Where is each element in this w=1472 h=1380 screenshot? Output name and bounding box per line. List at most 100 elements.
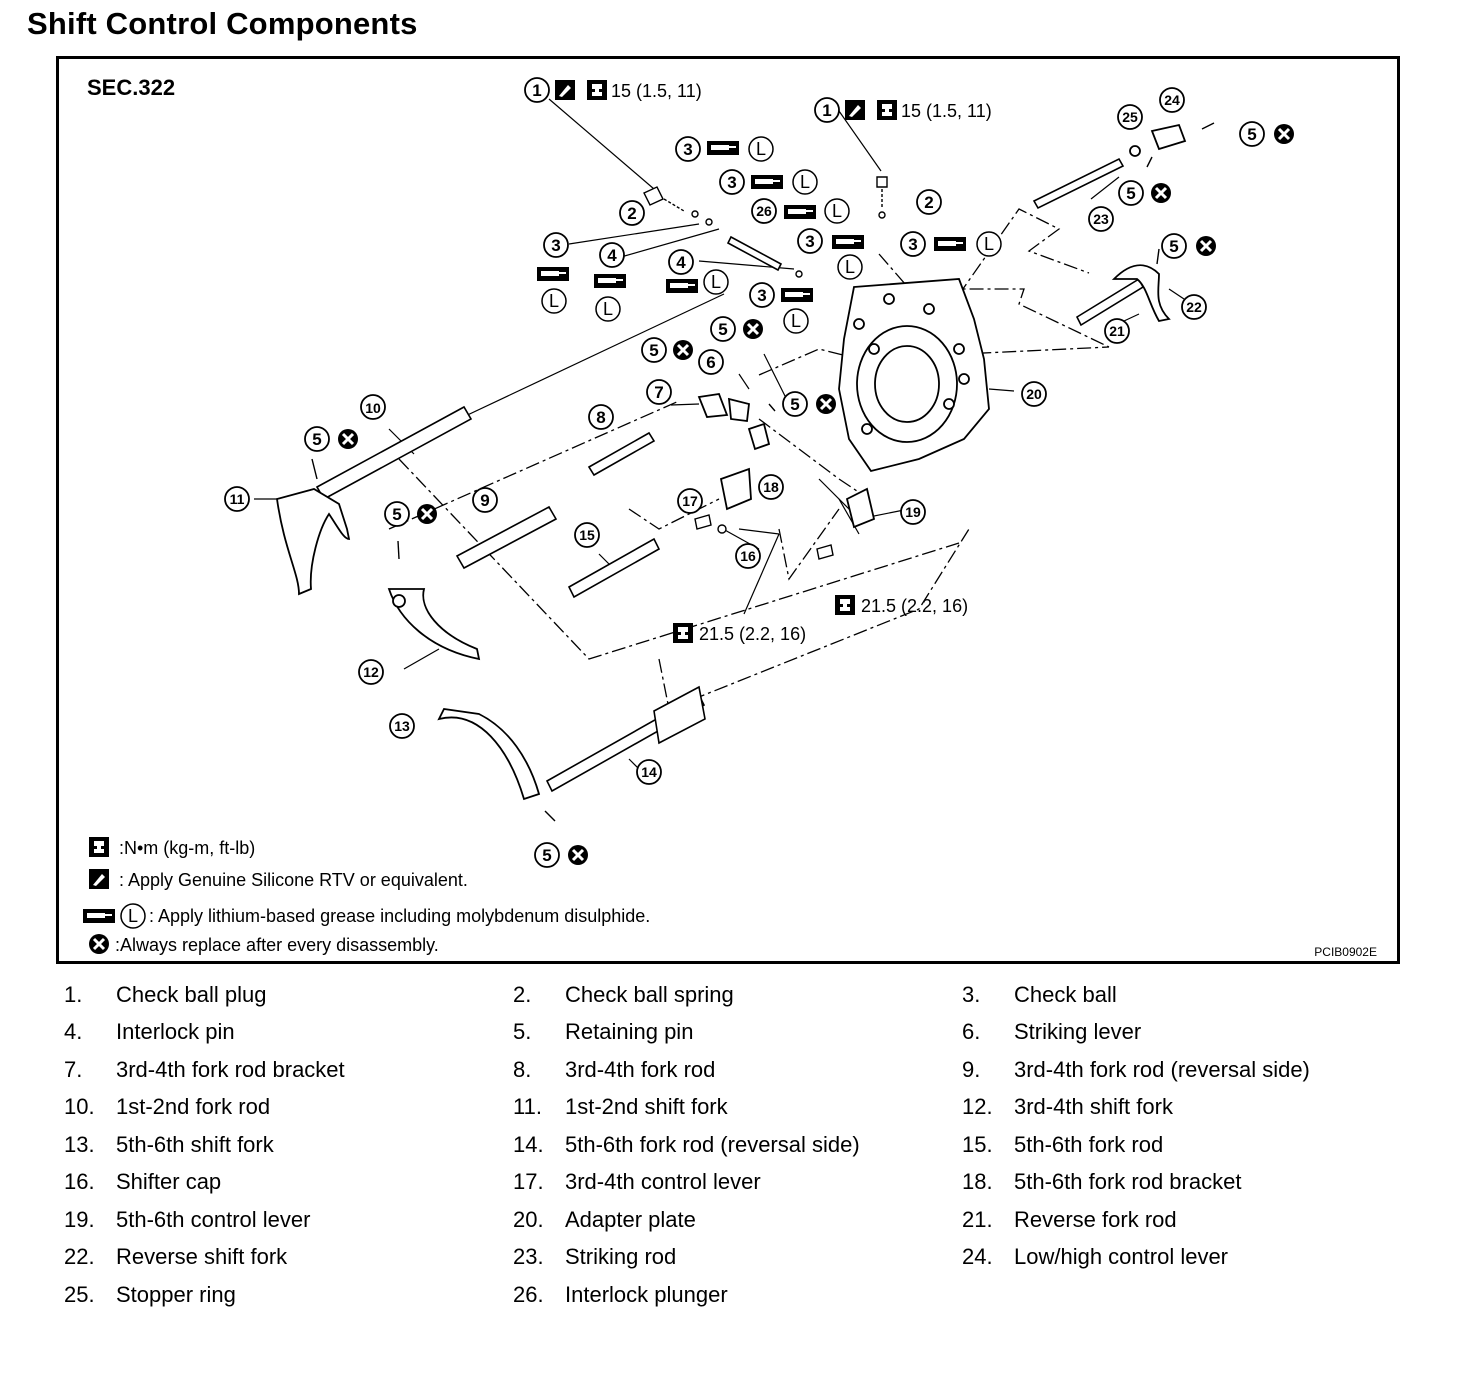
rod-14-sleeve: [653, 685, 706, 745]
torque-wrench-icon: [835, 595, 855, 615]
replace-x-icon: [336, 427, 360, 451]
callout-4: 4: [599, 242, 625, 268]
part-number: 13.: [64, 1131, 95, 1157]
part-name: 3rd-4th fork rod (reversal side): [1014, 1056, 1310, 1082]
callout-2: 2: [916, 189, 942, 215]
grease-markers: [537, 141, 966, 302]
svg-text:25: 25: [1122, 109, 1138, 125]
callout-3: 3: [675, 136, 701, 162]
callout-16: 16: [735, 543, 761, 569]
pin-5-a: [311, 458, 318, 480]
part-name: Reverse fork rod: [1014, 1206, 1177, 1232]
legend-replace: :Always replace after every disassembly.: [115, 935, 439, 955]
callout-9: 9: [472, 487, 498, 513]
part-number: 4.: [64, 1019, 83, 1045]
svg-text:5: 5: [312, 430, 321, 449]
replace-x-icon: [741, 317, 765, 341]
torque-value-plug-left: 15 (1.5, 11): [611, 81, 702, 101]
callout-13: 13: [389, 713, 415, 739]
callout-3: 3: [749, 282, 775, 308]
svg-text:23: 23: [1093, 211, 1109, 227]
part-number: 18.: [962, 1169, 993, 1195]
part-item: 16.Shifter cap: [64, 1169, 513, 1195]
callout-20: 20: [1021, 381, 1047, 407]
callout-3: 3: [719, 169, 745, 195]
lever-24: [1150, 123, 1187, 151]
rods: [315, 157, 1145, 793]
svg-text:3: 3: [551, 236, 560, 255]
torque-wrench-icon: [587, 80, 607, 100]
callout-5: 5: [1161, 233, 1187, 259]
figure-code: PCIB0902E: [1314, 945, 1377, 959]
svg-text:L: L: [549, 291, 559, 311]
part-name: 5th-6th fork rod bracket: [1014, 1169, 1242, 1195]
part-number: 10.: [64, 1094, 95, 1120]
part-item: 22. Reverse shift fork: [64, 1244, 513, 1270]
lever-19: [845, 487, 876, 529]
svg-text:16: 16: [740, 548, 756, 564]
svg-text:3: 3: [805, 232, 814, 251]
part-number: 11.: [513, 1094, 542, 1120]
part-name: Adapter plate: [565, 1206, 696, 1232]
part-number: 24.: [962, 1244, 993, 1270]
replace-x-icon: [1149, 181, 1173, 205]
part-item: 19.5th-6th control lever: [64, 1207, 513, 1233]
part-name: 3rd-4th control lever: [565, 1169, 761, 1195]
callout-1: 1: [524, 77, 550, 103]
small-parts: [311, 122, 1215, 822]
svg-text:L: L: [603, 299, 613, 319]
legend-torque: :N•m (kg-m, ft-lb): [119, 838, 255, 858]
callout-5: 5: [782, 391, 808, 417]
fork-13: [437, 708, 541, 801]
svg-text:18: 18: [763, 479, 779, 495]
guide-lines: [388, 208, 1110, 710]
callout-18: 18: [758, 474, 784, 500]
part-number: 22.: [64, 1244, 95, 1270]
callout-3: 3: [797, 228, 823, 254]
callouts: 1 1 2 2 3 3 3 3 3 3 4 4 5 5 5 5 5 5 5 5 …: [224, 77, 1265, 868]
grease-gun-icon: [781, 288, 813, 302]
svg-text:5: 5: [392, 505, 401, 524]
svg-text:5: 5: [649, 341, 658, 360]
part-item: 26.Interlock plunger: [513, 1282, 962, 1308]
part-item: 1.Check ball plug: [64, 982, 513, 1008]
callout-5: 5: [384, 501, 410, 527]
svg-text:5: 5: [1247, 125, 1256, 144]
svg-text:14: 14: [641, 764, 657, 780]
part-item: 6.Striking lever: [962, 1019, 1411, 1045]
svg-text:4: 4: [676, 253, 686, 272]
part-name: 3rd-4th fork rod bracket: [116, 1056, 345, 1082]
svg-text:L: L: [711, 272, 721, 292]
part-item: 11. 1st-2nd shift fork: [513, 1094, 962, 1120]
callout-4: 4: [668, 249, 694, 275]
callout-25: 25: [1117, 104, 1143, 130]
part-name: Reverse shift fork: [116, 1244, 288, 1270]
torque-wrench-icon: [877, 100, 897, 120]
callout-15: 15: [574, 522, 600, 548]
plug-1-right: [876, 176, 888, 188]
part-number: 6.: [962, 1019, 981, 1045]
callout-7: 7: [646, 379, 672, 405]
svg-text:2: 2: [924, 193, 933, 212]
svg-text:2: 2: [627, 204, 636, 223]
part-number: 7.: [64, 1056, 83, 1082]
ball-3-b: [705, 218, 713, 226]
part-number: 16.: [64, 1169, 95, 1195]
part-item: 4.Interlock pin: [64, 1019, 513, 1045]
replace-x-icon: [1272, 122, 1296, 146]
pin-5-f: [768, 403, 776, 412]
svg-text:1: 1: [822, 101, 831, 120]
svg-text:24: 24: [1164, 92, 1180, 108]
part-item: 18. 5th-6th fork rod bracket: [962, 1169, 1411, 1195]
svg-text:6: 6: [706, 353, 715, 372]
callout-5: 5: [710, 316, 736, 342]
svg-text:L: L: [128, 906, 138, 926]
svg-text:15: 15: [579, 527, 595, 543]
replace-x-icon: [814, 392, 838, 416]
part-item: 25.Stopper ring: [64, 1282, 513, 1308]
part-name: 1st-2nd shift fork: [565, 1094, 728, 1120]
part-name: Striking rod: [565, 1244, 677, 1270]
svg-text:5: 5: [1169, 237, 1178, 256]
